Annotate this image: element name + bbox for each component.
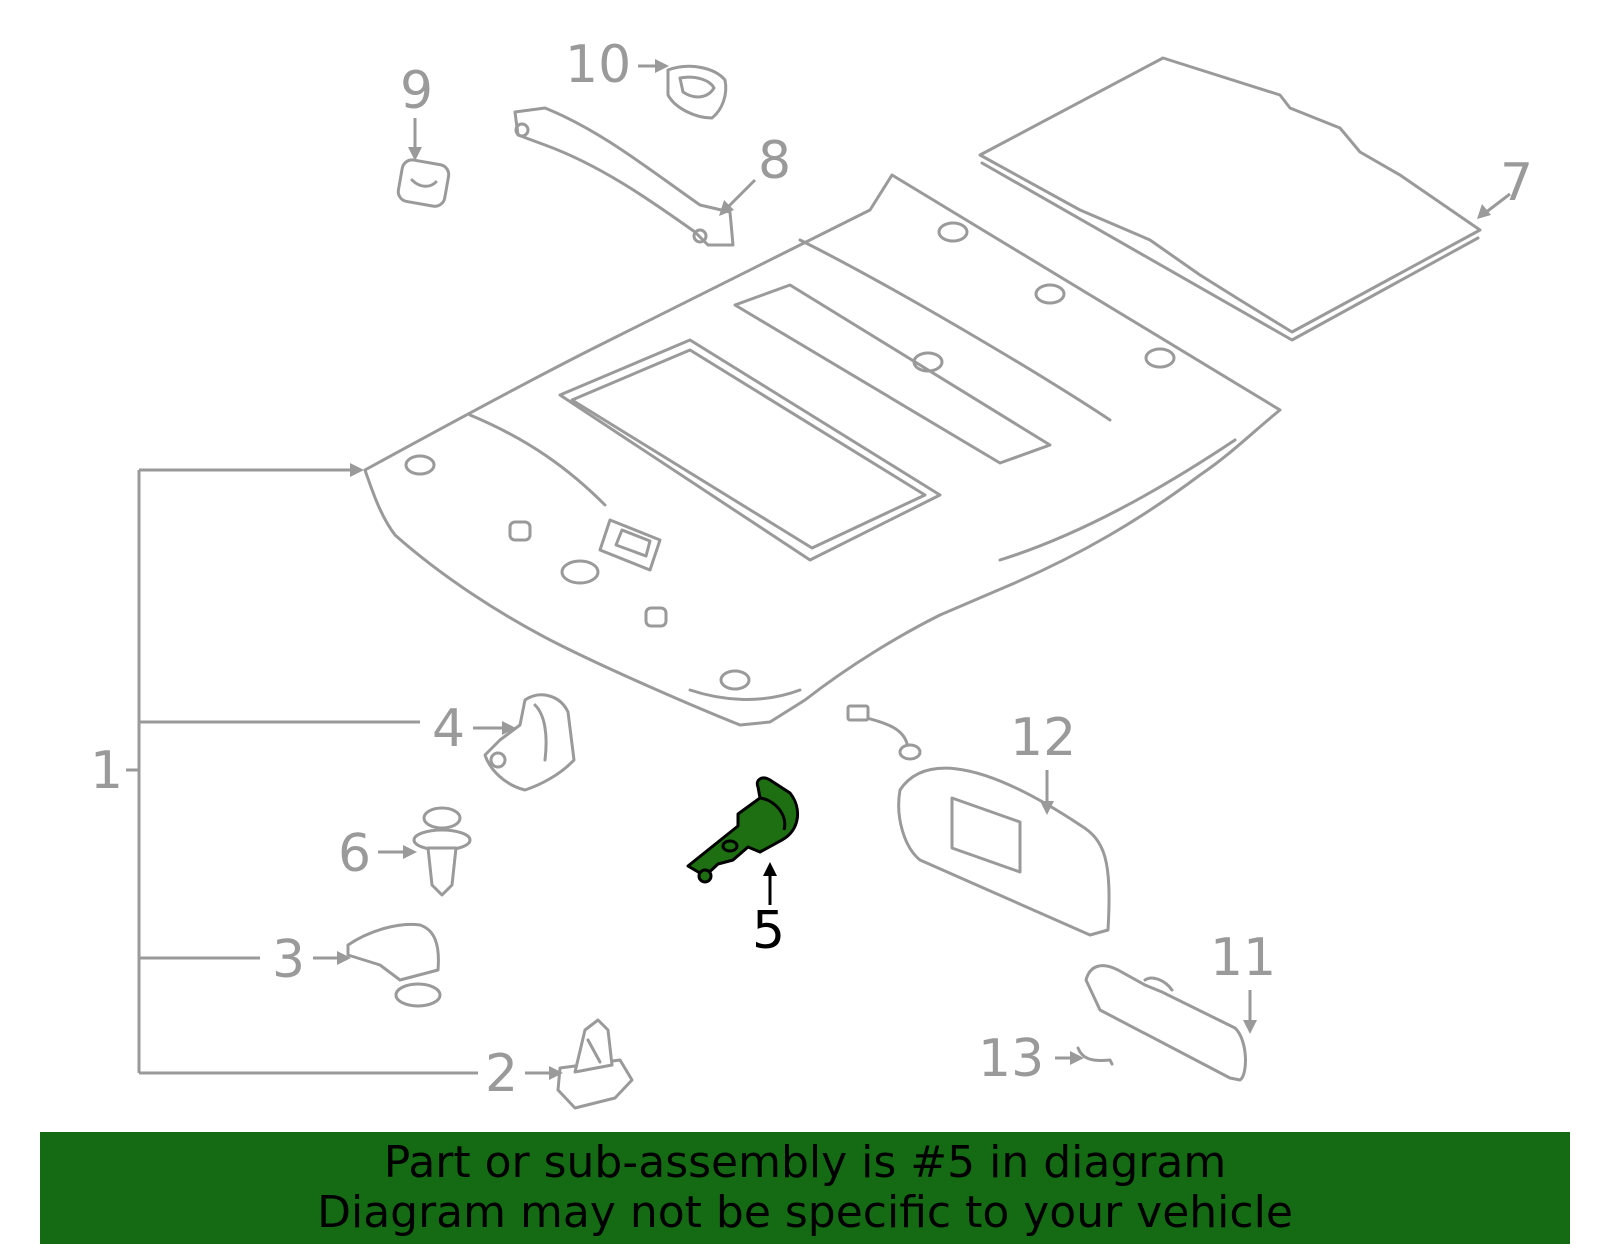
grommet-part: [346, 922, 442, 1008]
callout-9: 9: [400, 61, 433, 121]
callout-7: 7: [1500, 153, 1533, 213]
hook-part-highlighted: [686, 776, 799, 884]
callout-13: 13: [978, 1029, 1044, 1089]
callout-10: 10: [565, 35, 631, 95]
banner-line-1: Part or sub-assembly is #5 in diagram: [383, 1137, 1227, 1188]
grab-handle-part: [513, 106, 735, 247]
push-pin-part: [412, 806, 472, 897]
mirror-part: [1084, 964, 1247, 1082]
callout-3: 3: [272, 930, 305, 990]
cap-part: [396, 158, 451, 208]
callout-12: 12: [1010, 708, 1076, 768]
headliner-part: [363, 173, 1282, 727]
leader-lines: [126, 59, 1511, 1080]
notice-banner: Part or sub-assembly is #5 in diagram Di…: [40, 1132, 1570, 1244]
bezel-part: [666, 64, 728, 120]
clip-part-4: [483, 693, 576, 792]
callout-8: 8: [758, 131, 791, 191]
callout-1: 1: [90, 741, 123, 801]
callout-5: 5: [752, 901, 785, 961]
callout-11: 11: [1210, 928, 1276, 988]
hook-part-13: [1076, 1046, 1114, 1066]
sun-visor-part: [846, 704, 1111, 937]
callout-4: 4: [432, 699, 465, 759]
banner-line-2: Diagram may not be specific to your vehi…: [317, 1187, 1293, 1238]
clip-part-2: [556, 1018, 634, 1110]
roof-panel-part: [978, 56, 1482, 342]
callout-6: 6: [338, 824, 371, 884]
callout-2: 2: [485, 1044, 518, 1104]
